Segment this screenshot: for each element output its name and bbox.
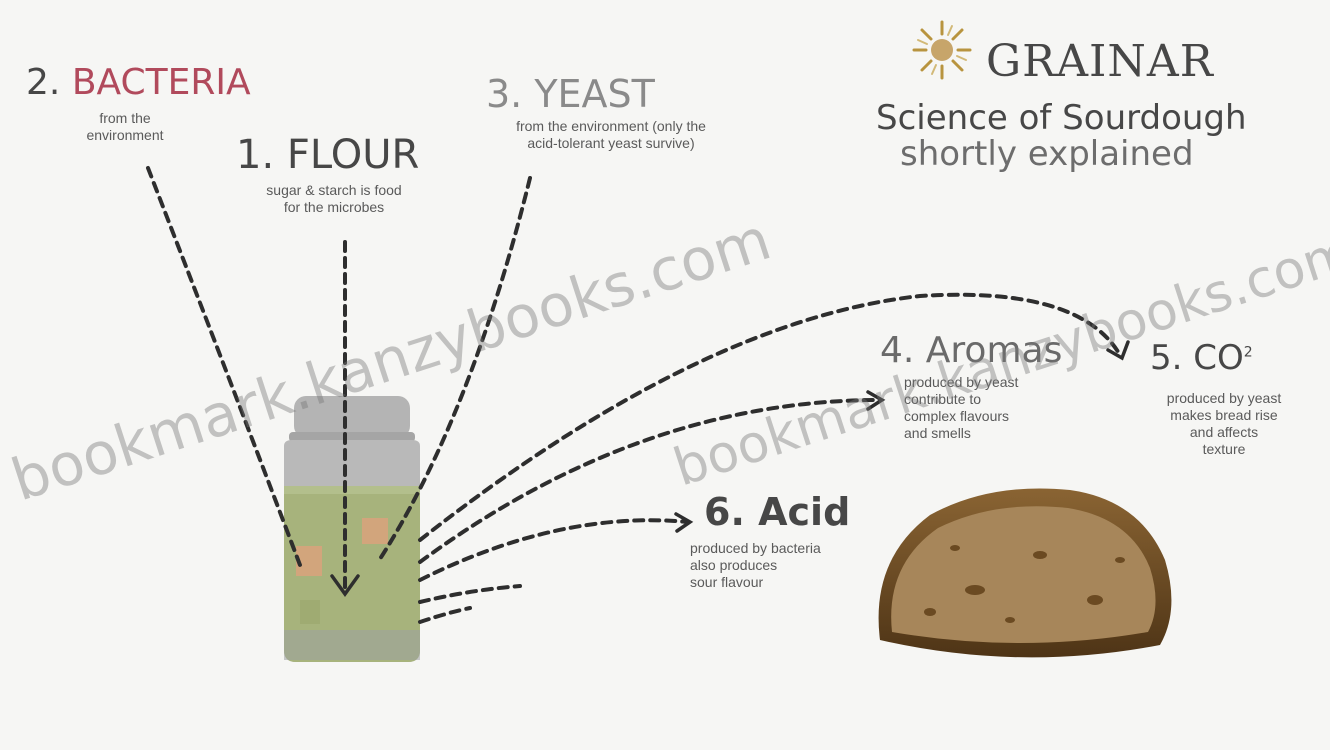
- brand-name: GRAINAR: [986, 36, 1214, 87]
- acid-title: 6. Acid: [704, 490, 850, 534]
- bacteria-title: 2. BACTERIA: [26, 62, 251, 103]
- co2-description: produced by yeast makes bread rise and a…: [1124, 390, 1324, 458]
- arrow-acid: [420, 520, 688, 580]
- bread-loaf: [879, 488, 1172, 657]
- sun-wheat-icon: [914, 22, 970, 78]
- bacteria-number: 2.: [26, 62, 60, 103]
- brand-tagline-2: shortly explained: [900, 134, 1194, 174]
- acid-description: produced by bacteria also produces sour …: [690, 540, 910, 591]
- co2-title: 5. CO2: [1150, 338, 1253, 378]
- brand-tagline: Science of Sourdough: [876, 98, 1247, 138]
- arrow-small-1: [420, 586, 520, 602]
- arrow-small-2: [420, 608, 470, 622]
- bacteria-description: from the environment: [70, 110, 180, 144]
- flour-title: 1. FLOUR: [236, 132, 419, 178]
- yeast-title: 3. YEAST: [486, 72, 655, 116]
- yeast-description: from the environment (only the acid-tole…: [446, 118, 776, 152]
- yeast-marker: [362, 518, 388, 544]
- co2-text: 5. CO: [1150, 338, 1244, 378]
- co2-superscript: 2: [1244, 345, 1253, 361]
- bacteria-word: BACTERIA: [72, 62, 251, 103]
- flour-description: sugar & starch is food for the microbes: [214, 182, 454, 216]
